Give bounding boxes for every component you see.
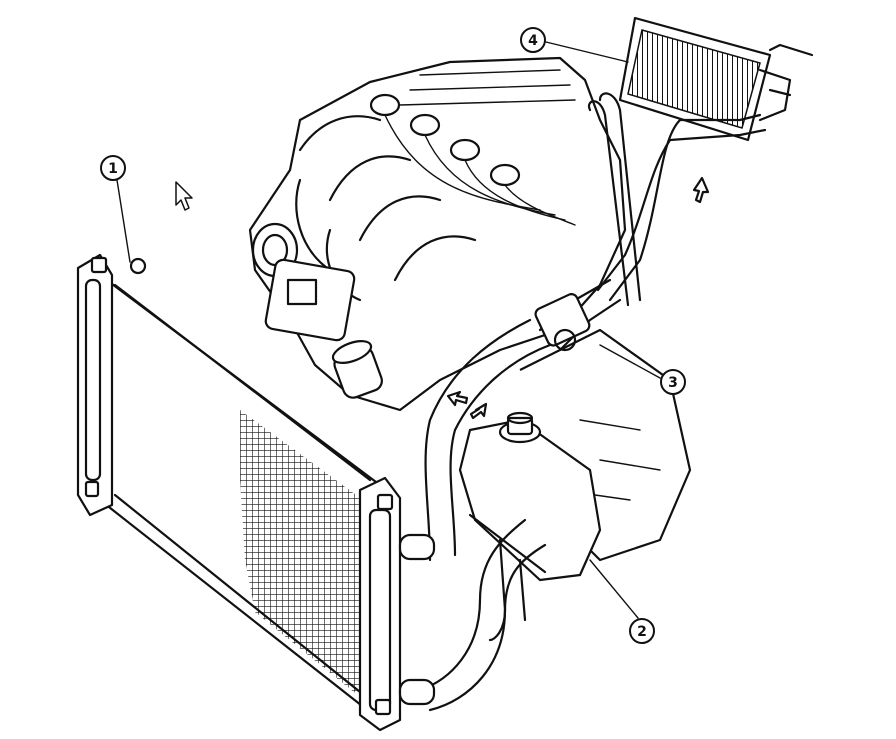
callout-4: 4 xyxy=(520,27,546,53)
radiator xyxy=(76,253,436,732)
radiator-hoses xyxy=(418,278,622,712)
heater-core xyxy=(618,16,814,142)
callout-leaders xyxy=(116,41,661,619)
callout-3-label: 3 xyxy=(668,375,678,391)
callout-1: 1 xyxy=(100,155,126,181)
callout-4-label: 4 xyxy=(528,33,538,49)
callout-1-label: 1 xyxy=(108,161,118,177)
callout-3: 3 xyxy=(660,369,686,395)
heater-hoses xyxy=(587,92,767,307)
engine xyxy=(248,56,692,562)
callout-2: 2 xyxy=(629,618,655,644)
mouse-pointer-icon xyxy=(175,181,193,211)
expansion-tank xyxy=(458,411,602,582)
callout-2-label: 2 xyxy=(637,624,647,640)
